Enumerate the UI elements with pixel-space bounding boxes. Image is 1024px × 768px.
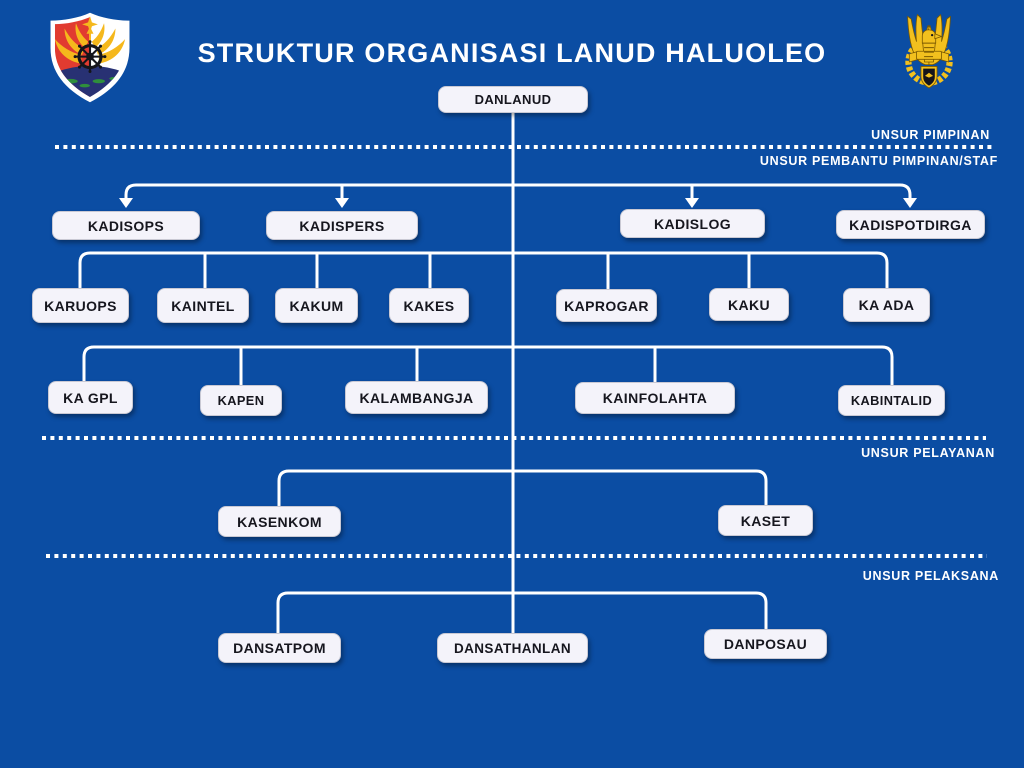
staff-connector — [124, 183, 912, 199]
node-kapen: KAPEN — [200, 385, 282, 416]
section-label-unsur-pelaksana: UNSUR PELAKSANA — [862, 569, 999, 583]
node-kaprogar: KAPROGAR — [556, 289, 657, 322]
node-danlanud: DANLANUD — [438, 86, 588, 113]
section-label-unsur-pimpinan: UNSUR PIMPINAN — [871, 128, 990, 142]
node-dansathanlan: DANSATHANLAN — [437, 633, 588, 663]
ship-wheel — [73, 40, 107, 74]
node-kaku: KAKU — [709, 288, 789, 321]
node-karuops: KARUOPS — [32, 288, 129, 323]
pelaksana-connector — [276, 591, 768, 635]
tni-au-eagle-logo — [905, 14, 953, 89]
node-kadislog: KADISLOG — [620, 209, 765, 238]
node-kaintel: KAINTEL — [157, 288, 249, 323]
section-label-unsur-pembantu-pimpinan: UNSUR PEMBANTU PIMPINAN/STAF — [759, 154, 998, 168]
section-label-unsur-pelayanan: UNSUR PELAYANAN — [861, 446, 995, 460]
node-ka-ada: KA ADA — [843, 288, 930, 322]
node-dansatpom: DANSATPOM — [218, 633, 341, 663]
node-kaset: KASET — [718, 505, 813, 536]
node-danposau: DANPOSAU — [704, 629, 827, 659]
node-ka-gpl: KA GPL — [48, 381, 133, 414]
node-kakum: KAKUM — [275, 288, 358, 323]
staff-row2-connector — [78, 251, 889, 291]
node-kadisops: KADISOPS — [52, 211, 200, 240]
node-kabintalid: KABINTALID — [838, 385, 945, 416]
arrowheads — [119, 198, 917, 208]
node-kasenkom: KASENKOM — [218, 506, 341, 537]
page-title: STRUKTUR ORGANISASI LANUD HALUOLEO — [197, 38, 827, 68]
node-kalambangja: KALAMBANGJA — [345, 381, 488, 414]
staff-row3-connector — [82, 345, 894, 387]
node-kadispotdirga: KADISPOTDIRGA — [836, 210, 985, 239]
node-kainfolahta: KAINFOLAHTA — [575, 382, 735, 414]
lanud-haluoleo-shield-logo — [50, 12, 130, 103]
pelayanan-connector — [277, 469, 768, 508]
node-kadispers: KADISPERS — [266, 211, 418, 240]
shield-star — [82, 16, 98, 33]
node-kakes: KAKES — [389, 288, 469, 323]
